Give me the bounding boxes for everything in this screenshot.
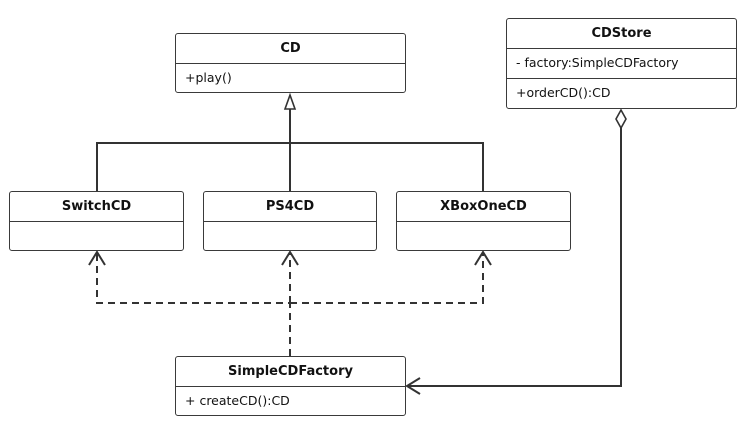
class-name: CDStore [507,19,736,49]
aggregation-connector [405,108,627,395]
aggregation-line-cdstore-to-factory [407,128,622,387]
attribute: - factory:SimpleCDFactory [516,55,679,70]
inheritance-triangle-arrowhead [283,92,297,110]
class-name: PS4CD [204,192,376,222]
inheritance-line-switchcd-to-cd [96,142,290,191]
dependency-line-factory-to-xboxonecd [290,252,484,304]
operation: + createCD():CD [185,393,290,408]
empty-compartment [204,222,376,250]
class-cdstore[interactable]: CDStore - factory:SimpleCDFactory +order… [506,18,737,109]
class-ps4cd[interactable]: PS4CD [203,191,377,251]
inheritance-line-xboxonecd-to-cd [290,142,484,191]
dependency-arrowhead-switchcd [88,250,106,266]
class-name: CD [176,34,405,64]
class-name: SwitchCD [10,192,183,222]
class-simplecdfactory[interactable]: SimpleCDFactory + createCD():CD [175,356,406,416]
class-cd[interactable]: CD +play() [175,33,406,93]
dependency-arrowhead-ps4cd [281,250,299,266]
generalization-connectors [96,92,484,191]
operation: +play() [185,70,232,85]
dependency-line-factory-to-switchcd [96,252,291,356]
class-switchcd[interactable]: SwitchCD [9,191,184,251]
dependency-connectors [88,250,492,356]
class-name: XBoxOneCD [397,192,570,222]
empty-compartment [397,222,570,250]
dependency-arrowhead-xboxonecd [474,250,492,266]
empty-compartment [10,222,183,250]
operation: +orderCD():CD [507,78,736,107]
class-name: SimpleCDFactory [176,357,405,387]
aggregation-arrowhead [405,377,421,395]
class-xboxonecd[interactable]: XBoxOneCD [396,191,571,251]
aggregation-diamond [615,108,627,130]
